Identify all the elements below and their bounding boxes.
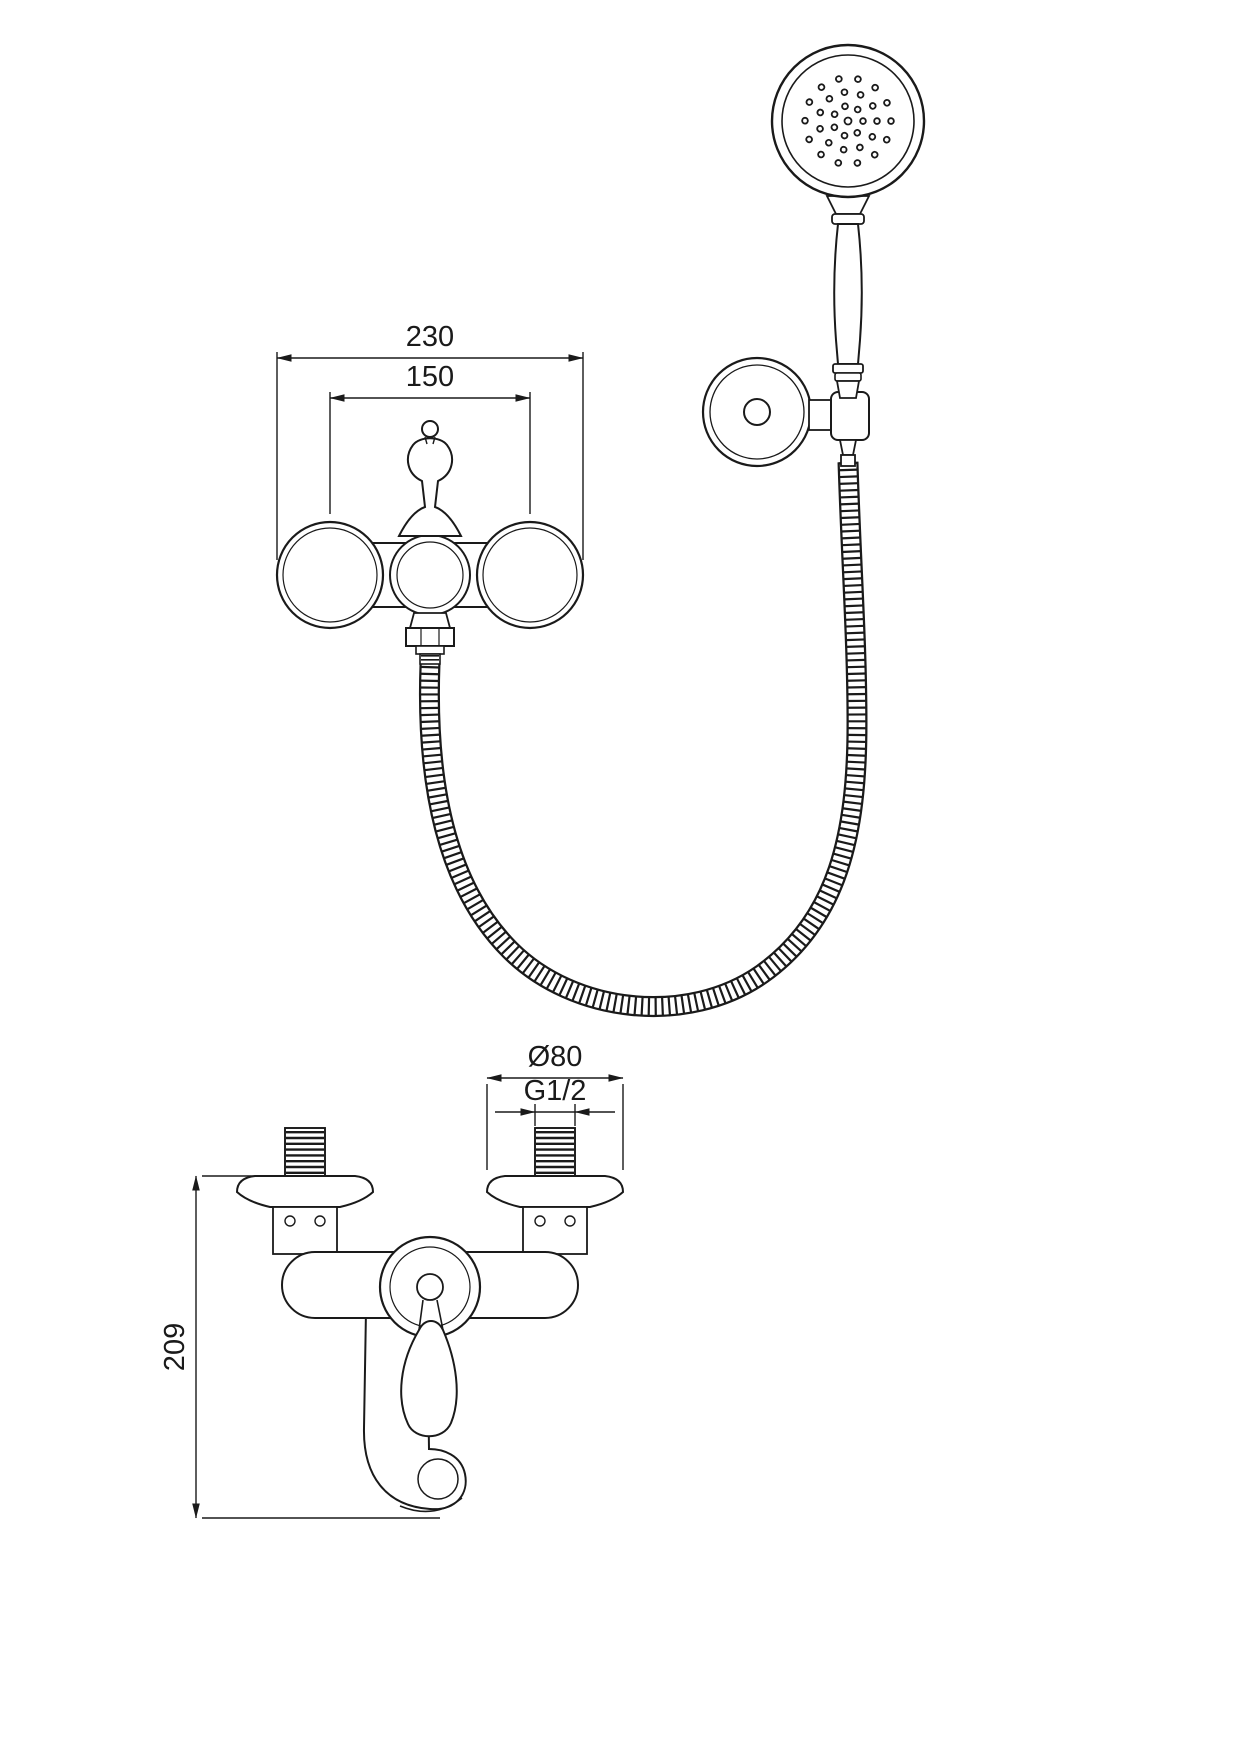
dimension-flange-diameter: Ø80 bbox=[486, 1041, 624, 1170]
dimension-overall-width: 230 bbox=[276, 321, 584, 560]
handle-finial bbox=[421, 420, 439, 438]
wall-bracket bbox=[701, 356, 870, 468]
lever-handle-front bbox=[397, 420, 463, 537]
shower-nozzle-holes bbox=[801, 74, 895, 168]
dim-label-flange-diameter: Ø80 bbox=[528, 1041, 583, 1073]
shower-hose bbox=[418, 461, 868, 1017]
dim-label-overall-width: 230 bbox=[406, 321, 454, 353]
bracket-arm bbox=[808, 399, 834, 431]
left-wall-connection bbox=[235, 1127, 375, 1255]
handle-clamp bbox=[830, 391, 870, 441]
hose-nut-top bbox=[840, 454, 856, 467]
mixer-front-view bbox=[275, 420, 585, 665]
hand-shower-handle bbox=[825, 195, 871, 467]
outlet-connection bbox=[405, 612, 455, 665]
dimension-height: 209 bbox=[159, 1175, 440, 1519]
dimension-port-spacing: 150 bbox=[329, 361, 531, 514]
spout-outlet-end bbox=[417, 1458, 459, 1500]
right-wall-connection bbox=[485, 1127, 625, 1255]
left-flange bbox=[235, 1175, 375, 1208]
dim-label-port-spacing: 150 bbox=[406, 361, 454, 393]
right-flange bbox=[485, 1175, 625, 1208]
outlet-nut bbox=[405, 627, 455, 647]
dimensions: 230 150 Ø80 G1/2 209 bbox=[159, 321, 624, 1519]
shower-head bbox=[770, 43, 926, 199]
dim-label-height: 209 bbox=[159, 1323, 191, 1371]
dimension-thread-size: G1/2 bbox=[495, 1075, 615, 1126]
hand-shower bbox=[770, 43, 926, 467]
dim-label-thread-size: G1/2 bbox=[524, 1075, 587, 1107]
mixer-side-view bbox=[235, 1127, 625, 1513]
lever-handle-side bbox=[400, 1299, 458, 1438]
hose-corrugation bbox=[419, 461, 867, 1016]
